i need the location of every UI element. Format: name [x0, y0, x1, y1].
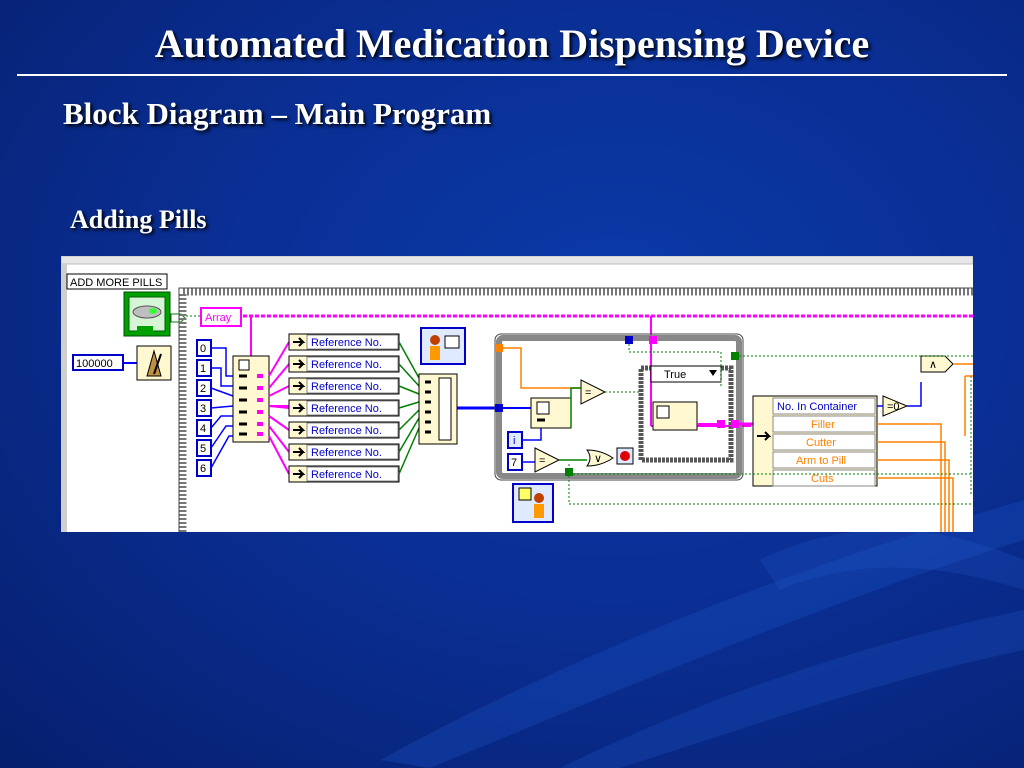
build-array-node[interactable]	[418, 373, 458, 445]
slide-title: Automated Medication Dispensing Device	[154, 21, 870, 66]
cluster-field[interactable]: Cuts	[772, 469, 876, 487]
svg-text:0: 0	[200, 343, 206, 355]
array-wire: Array	[186, 307, 973, 427]
equal-comparison-node[interactable]: =	[580, 379, 607, 405]
title-divider	[17, 74, 1007, 76]
svg-text:Cuts: Cuts	[811, 473, 834, 485]
svg-text:i: i	[513, 435, 515, 447]
svg-text:Reference No.: Reference No.	[311, 425, 382, 437]
svg-text:5: 5	[200, 443, 206, 455]
cluster-field[interactable]: No. In Container	[772, 397, 876, 415]
svg-text:Reference No.: Reference No.	[311, 403, 382, 415]
cluster-field[interactable]: Filler	[772, 415, 876, 433]
svg-text:Reference No.: Reference No.	[311, 381, 382, 393]
or-gate-node[interactable]: ∨	[586, 449, 614, 467]
svg-text:=0: =0	[887, 401, 900, 413]
local-variable-icon[interactable]	[512, 483, 554, 523]
reference-node[interactable]: Reference No.	[288, 443, 400, 461]
svg-text:No. In Container: No. In Container	[777, 401, 857, 413]
equal-comparison-node-2[interactable]: =	[534, 447, 561, 473]
slide-subtitle: Block Diagram – Main Program	[63, 96, 492, 131]
svg-text:Reference No.: Reference No.	[311, 359, 382, 371]
array-label: Array	[205, 312, 232, 324]
reference-node[interactable]: Reference No.	[288, 333, 400, 351]
cluster-field-list: No. In Container Filler Cutter Arm to Pi…	[772, 397, 876, 487]
svg-text:Filler: Filler	[811, 419, 835, 431]
loop-count-terminal[interactable]: 7	[507, 453, 523, 471]
wait-constant-value: 100000	[76, 358, 113, 370]
bundle-node[interactable]: No. In Container Filler Cutter Arm to Pi…	[752, 395, 878, 487]
control-label: ADD MORE PILLS	[66, 273, 168, 290]
block-diagram-canvas: ADD MORE PILLS 100000	[61, 256, 973, 532]
and-gate-node[interactable]: ∧	[920, 355, 954, 373]
svg-text:3: 3	[200, 403, 206, 415]
section-heading: Adding Pills	[70, 205, 207, 234]
index-constant[interactable]: 6	[196, 459, 212, 477]
svg-text:Cutter: Cutter	[806, 437, 836, 449]
reference-node[interactable]: Reference No.	[288, 355, 400, 373]
case-structure: True	[638, 365, 734, 463]
loop-iteration-terminal: i	[507, 431, 523, 449]
property-node-icon[interactable]	[420, 327, 466, 365]
index-array-inner[interactable]	[530, 397, 572, 429]
boolean-control-terminal[interactable]	[123, 291, 171, 337]
reference-nodes: Reference No. Reference No. Reference No…	[288, 333, 400, 483]
index-constant[interactable]: 3	[196, 399, 212, 417]
svg-text:Reference No.: Reference No.	[311, 447, 382, 459]
compare-zero-node[interactable]: =0	[882, 395, 909, 417]
svg-text:Reference No.: Reference No.	[311, 337, 382, 349]
index-constant[interactable]: 4	[196, 419, 212, 437]
index-constants: 0 1 2 3 4 5 6	[196, 339, 212, 477]
case-selector-label[interactable]: True	[664, 369, 686, 381]
block-diagram-screenshot: ADD MORE PILLS 100000	[61, 256, 973, 532]
svg-text:∨: ∨	[594, 453, 602, 465]
svg-text:4: 4	[200, 423, 206, 435]
reference-node[interactable]: Reference No.	[288, 465, 400, 483]
reference-node[interactable]: Reference No.	[288, 377, 400, 395]
index-constant[interactable]: 1	[196, 359, 212, 377]
while-loop-frame	[178, 287, 973, 532]
stop-condition-icon	[616, 447, 634, 465]
wait-constant[interactable]: 100000	[72, 354, 124, 371]
index-constant[interactable]: 2	[196, 379, 212, 397]
svg-text:∧: ∧	[929, 359, 937, 371]
index-constant[interactable]: 0	[196, 339, 212, 357]
svg-text:=: =	[585, 387, 591, 399]
cluster-field[interactable]: Arm to Pill	[772, 451, 876, 469]
metronome-icon	[136, 345, 172, 381]
svg-text:7: 7	[511, 457, 517, 469]
svg-text:=: =	[539, 455, 545, 467]
control-label-text: ADD MORE PILLS	[70, 277, 162, 289]
reference-node[interactable]: Reference No.	[288, 421, 400, 439]
svg-text:Reference No.: Reference No.	[311, 469, 382, 481]
cluster-field[interactable]: Cutter	[772, 433, 876, 451]
reference-node[interactable]: Reference No.	[288, 399, 400, 417]
svg-text:Arm to Pill: Arm to Pill	[796, 455, 846, 467]
index-array-node[interactable]	[232, 355, 270, 443]
index-constant[interactable]: 5	[196, 439, 212, 457]
svg-text:2: 2	[200, 383, 206, 395]
svg-text:1: 1	[200, 363, 206, 375]
svg-text:6: 6	[200, 463, 206, 475]
